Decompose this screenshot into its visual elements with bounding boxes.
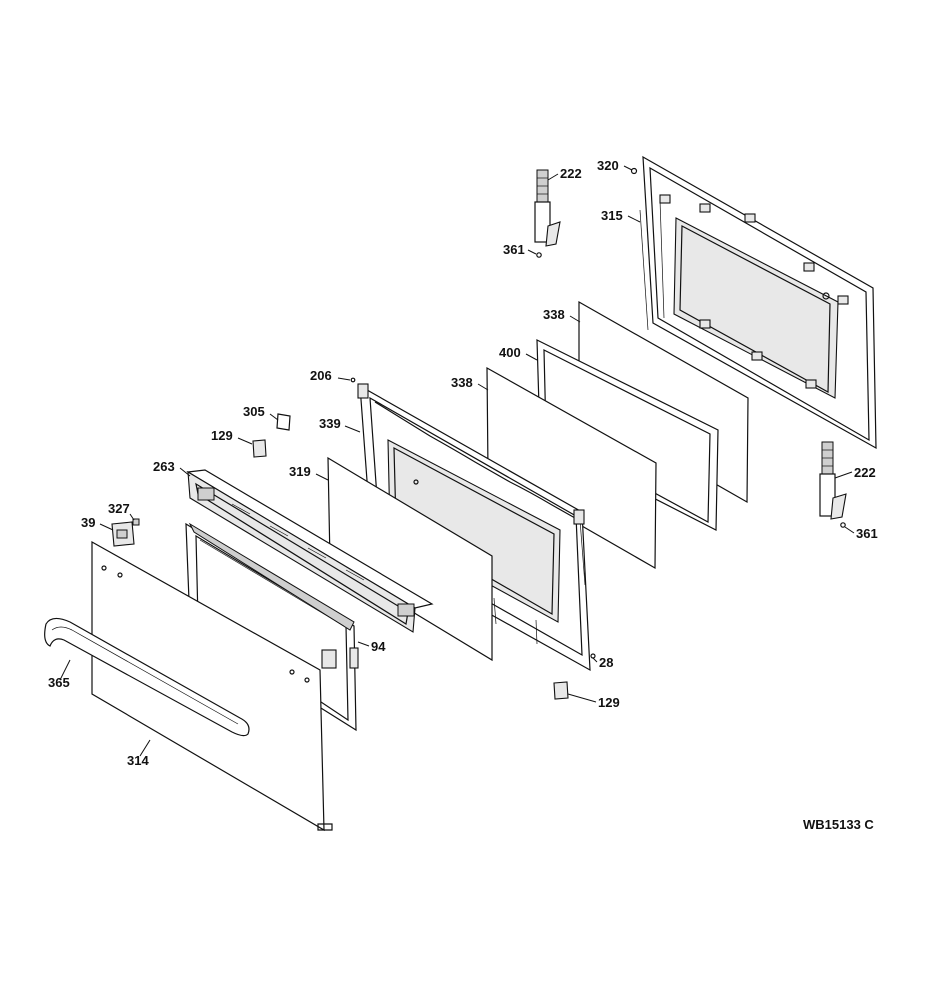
callout-314: 314	[127, 753, 149, 768]
bracket-39	[111, 521, 135, 547]
callout-222-lower: 222	[854, 465, 876, 480]
hinge-222-lower	[819, 441, 847, 528]
leader-lines	[59, 165, 855, 757]
callout-400: 400	[499, 345, 521, 360]
callout-327: 327	[108, 501, 130, 516]
label-305	[276, 413, 291, 431]
callout-28: 28	[599, 655, 613, 670]
callout-319: 319	[289, 464, 311, 479]
drawing-number: WB15133 C	[803, 817, 874, 832]
bracket-129-lower	[553, 681, 569, 700]
callout-320: 320	[597, 158, 619, 173]
callout-206: 206	[310, 368, 332, 383]
screw-206	[350, 377, 356, 383]
door-liner-315	[639, 155, 877, 450]
callout-263: 263	[153, 459, 175, 474]
callout-315: 315	[601, 208, 623, 223]
callout-39: 39	[81, 515, 95, 530]
hinge-222-upper	[534, 169, 561, 258]
callout-129-lower: 129	[598, 695, 620, 710]
screw-28	[590, 653, 596, 659]
vent-trim-263	[186, 469, 434, 633]
callout-338-rear: 338	[543, 307, 565, 322]
callout-361-lower: 361	[856, 526, 878, 541]
screw-320	[630, 167, 638, 175]
callout-labels: 222 320 315 361 338 400 338 206 305 339 …	[48, 158, 878, 832]
callout-365: 365	[48, 675, 70, 690]
callout-361-upper: 361	[503, 242, 525, 257]
callout-305: 305	[243, 404, 265, 419]
glass-338-front	[486, 366, 657, 570]
glass-319	[327, 456, 493, 662]
callout-94: 94	[371, 639, 386, 654]
callout-338-front: 338	[451, 375, 473, 390]
clip-327	[132, 518, 140, 526]
callout-129-upper: 129	[211, 428, 233, 443]
callout-222-upper: 222	[560, 166, 582, 181]
bracket-129-upper	[252, 439, 267, 458]
door-handle-365	[44, 617, 250, 737]
callout-339: 339	[319, 416, 341, 431]
